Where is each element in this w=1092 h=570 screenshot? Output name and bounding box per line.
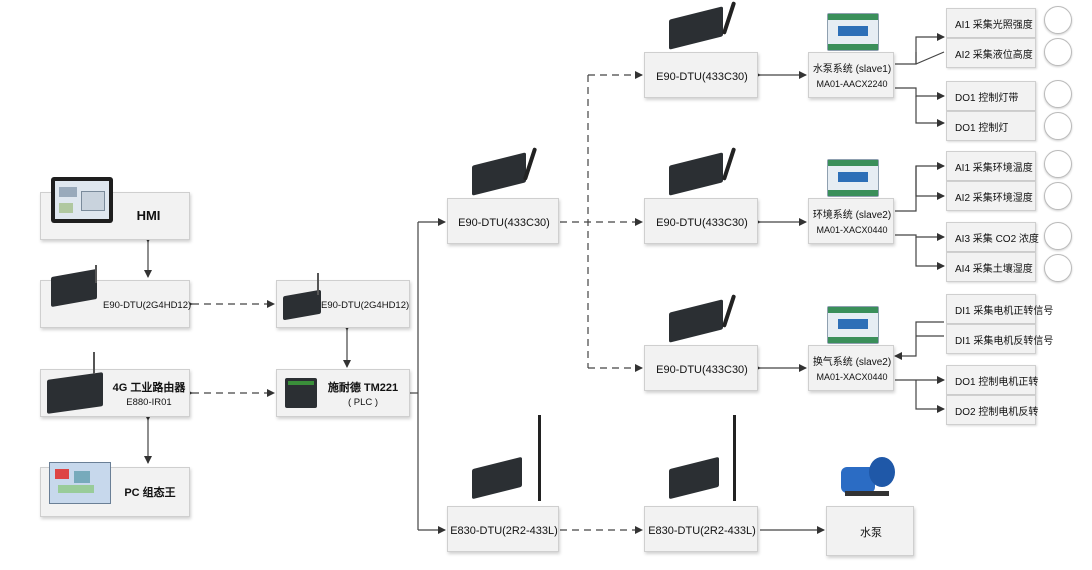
leaf-label: DO1 控制灯 <box>955 122 1009 134</box>
e90-433-c-box[interactable]: E90-DTU(433C30) <box>644 294 758 391</box>
plc-line1: 施耐德 TM221 <box>327 382 399 394</box>
slave2a-line2: MA01-XACX0440 <box>816 225 888 235</box>
e830-left-label: E830-DTU(2R2-433L) <box>450 525 558 537</box>
pump-box[interactable]: 水泵 <box>826 457 914 556</box>
leaf-label: AI1 采集环境温度 <box>955 162 1033 174</box>
light-bulb-icon <box>1044 112 1072 140</box>
antenna-icon <box>95 265 97 283</box>
antenna-icon <box>538 415 541 501</box>
slave2b-line1: 换气系统 (slave2) <box>812 357 892 368</box>
router-line1: 4G 工业路由器 <box>112 382 186 394</box>
leaf-s2-ai1[interactable]: AI1 采集环境温度 <box>946 151 1036 181</box>
slave2a-box[interactable]: 环境系统 (slave2) MA01-XACX0440 <box>808 159 894 244</box>
hmi-panel-icon <box>51 177 113 223</box>
leaf-label: AI2 采集环境湿度 <box>955 192 1033 204</box>
soil-sensor-icon <box>1044 254 1072 282</box>
temperature-sensor-icon <box>1044 150 1072 178</box>
leaf-label: DO1 控制电机正转 <box>955 376 1039 388</box>
e90-433-a-box[interactable]: E90-DTU(433C30) <box>644 1 758 98</box>
e90-2g4-right-label: E90-DTU(2G4HD12) <box>321 300 410 311</box>
e90-433-a-label: E90-DTU(433C30) <box>656 71 748 83</box>
e90-433-c-label: E90-DTU(433C30) <box>656 364 748 376</box>
leaf-s1-ai1[interactable]: AI1 采集光照强度 <box>946 8 1036 38</box>
e90-433-main-label: E90-DTU(433C30) <box>458 217 550 229</box>
light-sensor-icon <box>1044 6 1072 34</box>
leaf-label: AI3 采集 CO2 浓度 <box>955 233 1039 245</box>
leaf-s2-ai2[interactable]: AI2 采集环境湿度 <box>946 181 1036 211</box>
io-module-icon <box>827 13 879 51</box>
leaf-s2-ai4[interactable]: AI4 采集土壤湿度 <box>946 252 1036 282</box>
level-sensor-icon <box>1044 38 1072 66</box>
leaf-s3-di1a[interactable]: DI1 采集电机正转信号 <box>946 294 1053 324</box>
slave1-box[interactable]: 水泵系统 (slave1) MA01-AACX2240 <box>808 13 894 98</box>
antenna-icon <box>733 415 736 501</box>
leaf-label: AI1 采集光照强度 <box>955 19 1033 31</box>
e830-left-box[interactable]: E830-DTU(2R2-433L) <box>447 415 559 552</box>
co2-sensor-icon <box>1044 222 1072 250</box>
e90-433-main-box[interactable]: E90-DTU(433C30) <box>447 147 559 244</box>
e90-2g4-left-box[interactable]: E90-DTU(2G4HD12) <box>40 265 192 328</box>
light-strip-icon <box>1044 80 1072 108</box>
leaf-s3-do1[interactable]: DO1 控制电机正转 <box>946 365 1039 395</box>
slave1-line2: MA01-AACX2240 <box>816 79 888 89</box>
e90-433-b-label: E90-DTU(433C30) <box>656 217 748 229</box>
leaf-label: DO2 控制电机反转 <box>955 406 1039 418</box>
leaf-label: DI1 采集电机正转信号 <box>955 305 1054 317</box>
humidity-sensor-icon <box>1044 182 1072 210</box>
leaf-label: DO1 控制灯带 <box>955 92 1019 104</box>
plc-icon <box>285 378 317 408</box>
pc-box[interactable]: PC 组态王 <box>40 462 190 517</box>
slave1-line1: 水泵系统 (slave1) <box>812 64 892 75</box>
slave2b-box[interactable]: 换气系统 (slave2) MA01-XACX0440 <box>808 306 894 391</box>
leaf-label: AI4 采集土壤湿度 <box>955 263 1033 275</box>
slave2b-line2: MA01-XACX0440 <box>816 372 888 382</box>
io-module-icon <box>827 159 879 197</box>
pump-label: 水泵 <box>860 527 882 539</box>
e830-right-box[interactable]: E830-DTU(2R2-433L) <box>644 415 758 552</box>
leaf-s3-do2[interactable]: DO2 控制电机反转 <box>946 395 1039 425</box>
router-icon <box>47 372 103 414</box>
antenna-icon <box>317 273 319 295</box>
leaf-label: AI2 采集液位高度 <box>955 49 1033 61</box>
leaf-s1-do1b[interactable]: DO1 控制灯 <box>946 111 1036 141</box>
io-module-icon <box>827 306 879 344</box>
water-pump-icon <box>841 457 897 497</box>
hmi-label: HMI <box>136 208 161 223</box>
slave2a-line1: 环境系统 (slave2) <box>812 210 892 221</box>
leaf-s3-di1b[interactable]: DI1 采集电机反转信号 <box>946 324 1053 354</box>
radio-module-icon <box>283 289 321 321</box>
leaf-s2-ai3[interactable]: AI3 采集 CO2 浓度 <box>946 222 1039 252</box>
e90-433-b-box[interactable]: E90-DTU(433C30) <box>644 147 758 244</box>
leaf-s1-ai2[interactable]: AI2 采集液位高度 <box>946 38 1036 68</box>
hmi-box[interactable]: HMI <box>40 177 190 240</box>
e830-right-label: E830-DTU(2R2-433L) <box>648 525 756 537</box>
router-box[interactable]: 4G 工业路由器 E880-IR01 <box>40 352 190 417</box>
leaf-s1-do1a[interactable]: DO1 控制灯带 <box>946 81 1036 111</box>
antenna-icon <box>93 352 95 374</box>
plc-line2: ( PLC ) <box>347 397 379 408</box>
pc-label: PC 组态王 <box>124 487 176 499</box>
e90-2g4-right-box[interactable]: E90-DTU(2G4HD12) <box>276 273 410 328</box>
e90-2g4-left-label: E90-DTU(2G4HD12) <box>103 300 192 311</box>
router-line2: E880-IR01 <box>126 397 172 408</box>
leaf-label: DI1 采集电机反转信号 <box>955 335 1054 347</box>
plc-box[interactable]: 施耐德 TM221 ( PLC ) <box>276 369 410 417</box>
pc-screen-icon <box>49 462 111 504</box>
